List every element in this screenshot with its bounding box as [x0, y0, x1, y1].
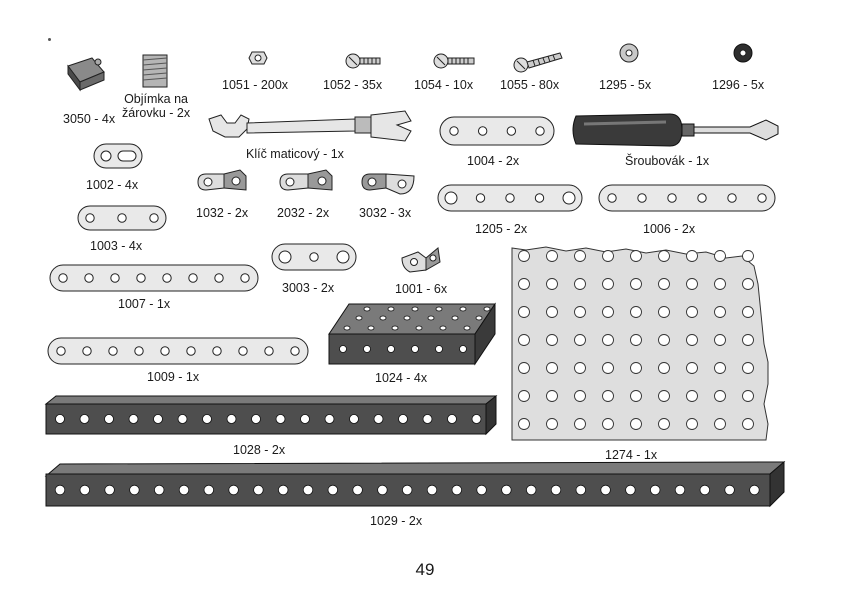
part-1009-label: 1009 - 1x [147, 370, 200, 384]
part-1002-image [93, 143, 143, 169]
part-1003-image [77, 205, 167, 231]
part-1295-label: 1295 - 5x [599, 78, 652, 92]
part-1028-label: 1028 - 2x [233, 443, 286, 457]
screwdriver-image [572, 113, 779, 147]
part-1205-label: 1205 - 2x [475, 222, 528, 236]
part-1004-image [439, 116, 555, 146]
part-1002-label: 1002 - 4x [86, 178, 139, 192]
part-1024-image [328, 302, 496, 366]
part-1055-label: 1055 - 80x [500, 78, 560, 92]
part-1007-image [49, 264, 259, 292]
part-1003-label: 1003 - 4x [90, 239, 143, 253]
part-1055-image [513, 52, 563, 73]
part-1029-image [44, 460, 786, 508]
part-1004-label: 1004 - 2x [467, 154, 520, 168]
part-1001-label: 1001 - 6x [395, 282, 448, 296]
screwdriver-label: Šroubovák - 1x [625, 154, 710, 168]
part-2032-image [279, 169, 333, 191]
part-3032-label: 3032 - 3x [359, 206, 412, 220]
page-number: 49 [415, 560, 435, 579]
part-1051-label: 1051 - 200x [222, 78, 289, 92]
part-1054-label: 1054 - 10x [414, 78, 474, 92]
wrench-image [208, 110, 412, 142]
part-1032-image [197, 169, 247, 191]
part-1028-image [44, 394, 498, 436]
part-1274-image [511, 246, 769, 441]
part-1205-image [437, 184, 583, 212]
part-1274-label: 1274 - 1x [605, 448, 658, 462]
lamp-holder-image [142, 54, 168, 88]
part-1054-image [433, 53, 475, 69]
part-1296-image [733, 43, 753, 63]
part-1029-label: 1029 - 2x [370, 514, 423, 528]
wrench-label: Klíč maticový - 1x [246, 147, 344, 161]
part-1052-label: 1052 - 35x [323, 78, 383, 92]
part-1296-label: 1296 - 5x [712, 78, 765, 92]
part-1052-image [345, 53, 381, 69]
part-1007-label: 1007 - 1x [118, 297, 171, 311]
part-1032-label: 1032 - 2x [196, 206, 249, 220]
part-2032-label: 2032 - 2x [277, 206, 330, 220]
part-3050-label: 3050 - 4x [63, 112, 116, 126]
part-3003-image [271, 243, 357, 271]
part-1024-label: 1024 - 4x [375, 371, 428, 385]
part-1006-image [598, 184, 776, 212]
part-1295-image [619, 43, 639, 63]
part-3003-label: 3003 - 2x [282, 281, 335, 295]
scan-dot [48, 38, 51, 41]
part-3032-image [361, 173, 415, 195]
part-3050-image [67, 57, 105, 92]
part-1051-image [248, 51, 268, 65]
part-1009-image [47, 337, 309, 365]
part-1001-image [401, 247, 441, 273]
part-1006-label: 1006 - 2x [643, 222, 696, 236]
lamp-holder-label: Objímka na žárovku - 2x [122, 92, 191, 120]
